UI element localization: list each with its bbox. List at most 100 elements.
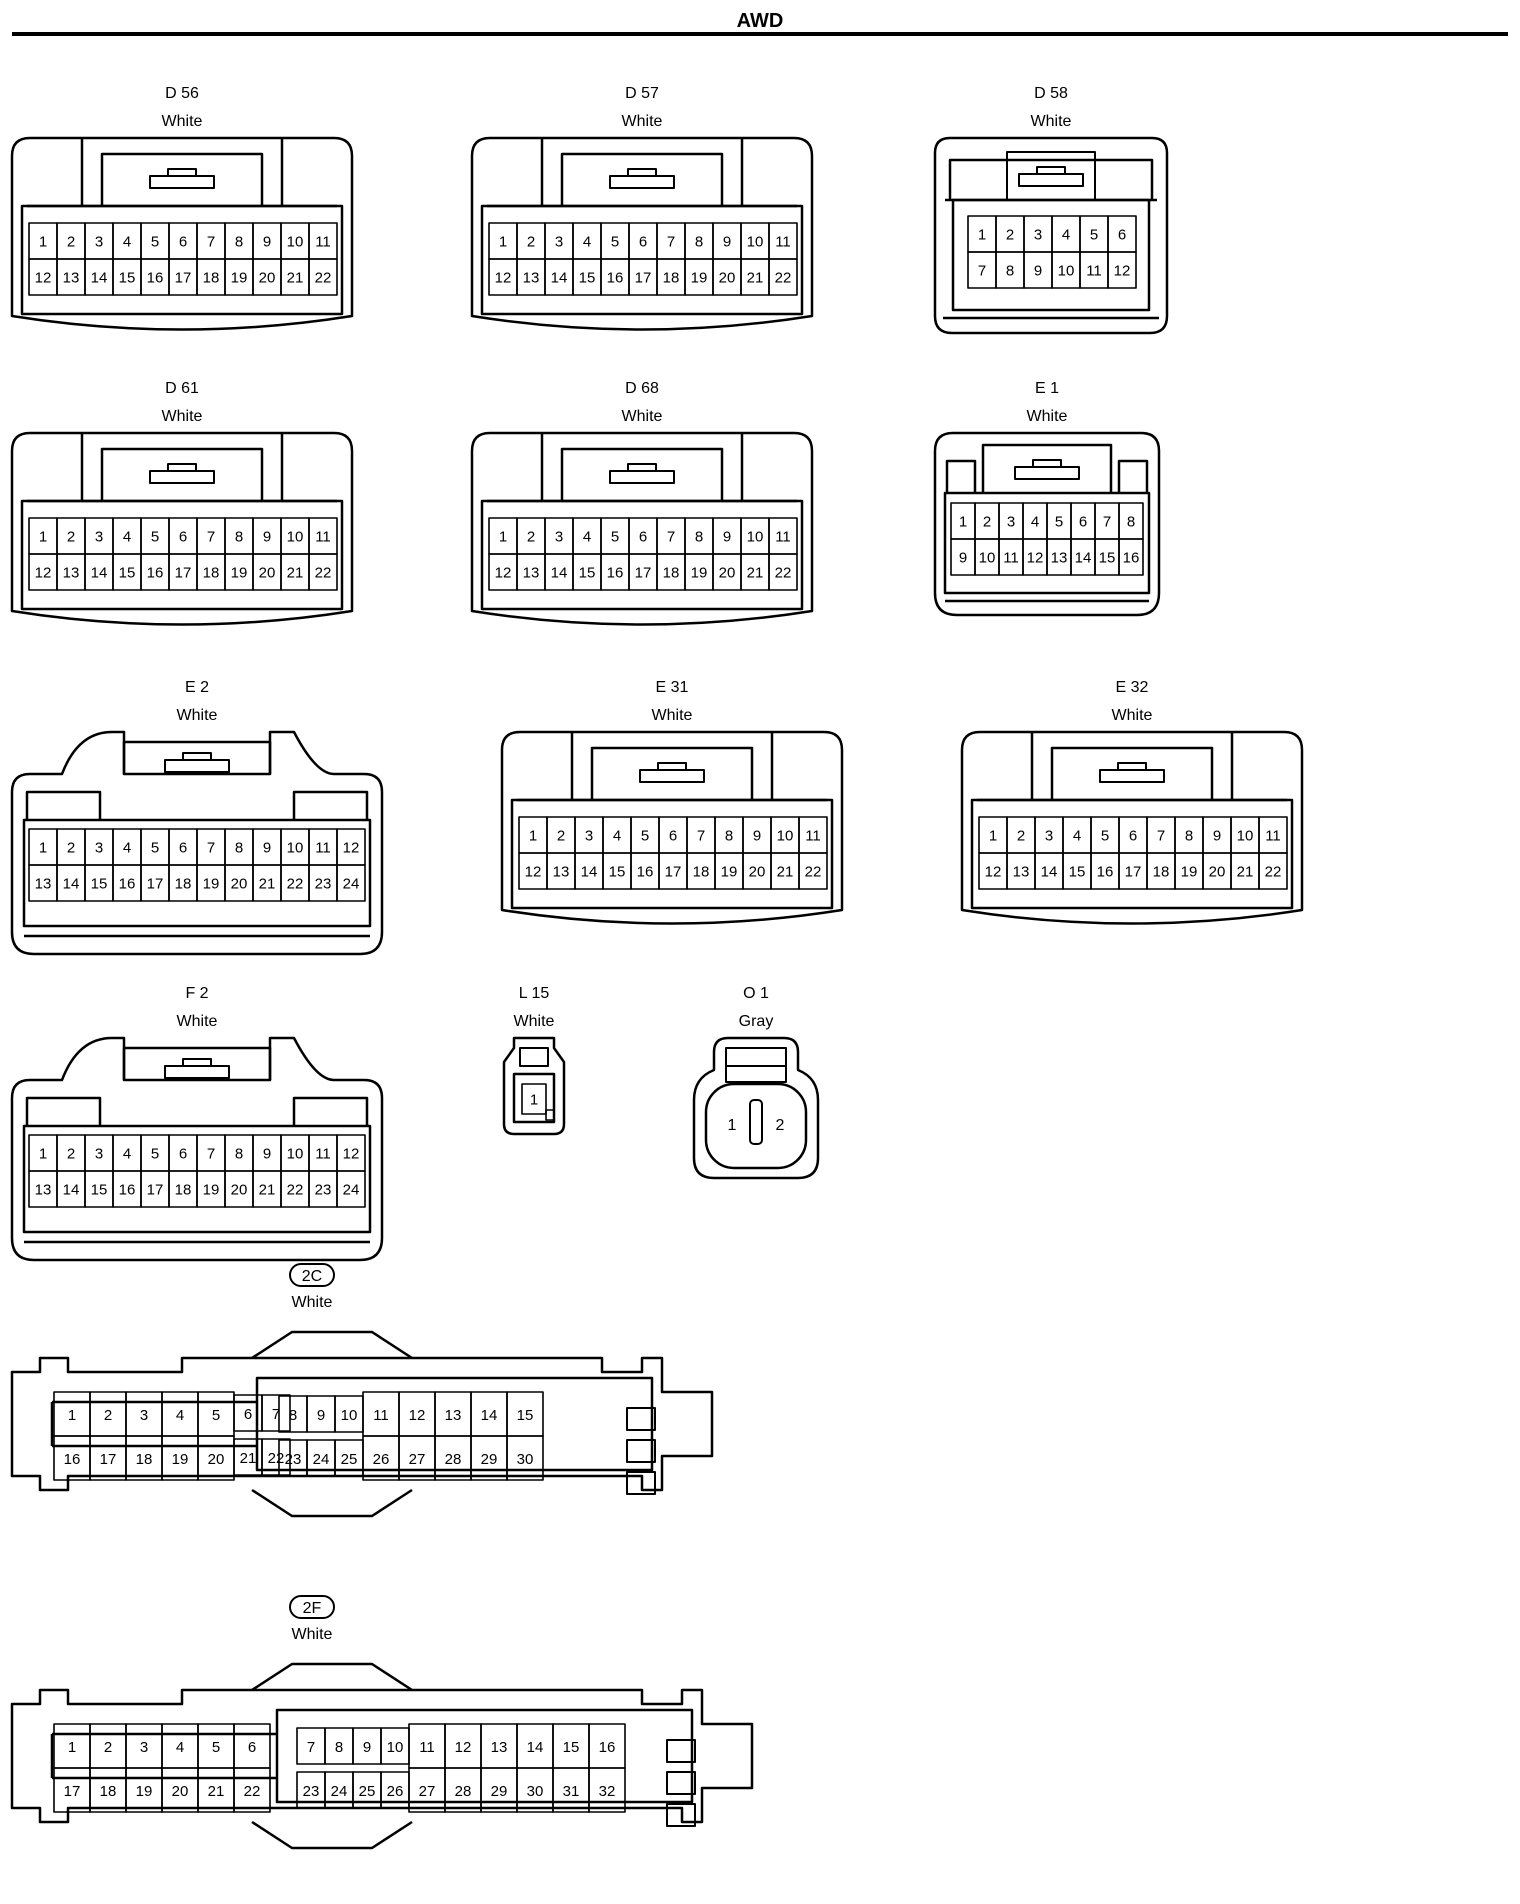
pin-number: 16 xyxy=(64,1451,81,1468)
latch xyxy=(609,175,675,189)
pin-number: 5 xyxy=(151,528,159,545)
connector-color: White xyxy=(177,707,218,724)
pin-number: 2 xyxy=(1017,827,1025,844)
pin-number: 22 xyxy=(315,564,332,581)
pin-number: 11 xyxy=(315,233,331,250)
pin-number: 18 xyxy=(136,1451,153,1468)
housing-outline xyxy=(10,1036,384,1262)
pin-number: 31 xyxy=(563,1783,580,1800)
pin-number: 5 xyxy=(641,827,649,844)
pin-number: 9 xyxy=(363,1739,371,1756)
connector-code: E 31 xyxy=(656,679,689,696)
pin-number: 5 xyxy=(1055,513,1063,530)
latch xyxy=(149,470,215,484)
pin-number: 9 xyxy=(317,1407,325,1424)
pin-number: 13 xyxy=(445,1407,462,1424)
pin-number: 19 xyxy=(172,1451,189,1468)
pin-number: 9 xyxy=(723,528,731,545)
connector-code: 2F xyxy=(303,1600,322,1617)
housing-outline xyxy=(692,1036,820,1180)
pin-block xyxy=(20,204,344,316)
pin-number: 21 xyxy=(747,564,764,581)
pin-number: 16 xyxy=(637,863,654,880)
latch xyxy=(1014,466,1080,480)
pin-number: 9 xyxy=(263,839,271,856)
pin-number: 14 xyxy=(481,1407,498,1424)
pin-number: 6 xyxy=(639,233,647,250)
pin-number: 16 xyxy=(1123,549,1140,566)
pin-number: 10 xyxy=(979,549,996,566)
pin-block xyxy=(255,1376,654,1472)
pin-number: 18 xyxy=(203,269,220,286)
pin-number: 22 xyxy=(775,269,792,286)
pin-number: 2 xyxy=(1006,226,1014,243)
pin-number: 19 xyxy=(231,269,248,286)
pin-number: 8 xyxy=(725,827,733,844)
pin-number: 22 xyxy=(315,269,332,286)
pin-number: 14 xyxy=(1041,863,1058,880)
pin-number: 16 xyxy=(147,564,164,581)
pin-number: 16 xyxy=(1097,863,1114,880)
pin-number: 12 xyxy=(343,839,360,856)
pin-number: 4 xyxy=(176,1739,184,1756)
latch xyxy=(609,470,675,484)
pin-number: 8 xyxy=(695,233,703,250)
pin-number: 2 xyxy=(776,1117,785,1134)
housing-outline xyxy=(292,790,369,820)
latch xyxy=(1099,769,1165,783)
pin-number: 10 xyxy=(777,827,794,844)
pin-number: 9 xyxy=(263,1145,271,1162)
pin-number: 18 xyxy=(203,564,220,581)
pin-number: 23 xyxy=(285,1451,302,1468)
pin-block xyxy=(512,1072,556,1124)
pin-number: 9 xyxy=(263,233,271,250)
pin-cell xyxy=(336,864,366,902)
pin-number: 22 xyxy=(775,564,792,581)
latch xyxy=(1117,762,1147,771)
pin-number: 7 xyxy=(697,827,705,844)
pin-number: 18 xyxy=(693,863,710,880)
connector-code: D 57 xyxy=(625,85,659,102)
pin-number: 19 xyxy=(721,863,738,880)
housing-outline xyxy=(560,447,724,501)
pin-number: 1 xyxy=(728,1117,737,1134)
pin-number: 15 xyxy=(579,269,596,286)
latch xyxy=(164,1065,230,1079)
pin-number: 17 xyxy=(1125,863,1142,880)
pin-number: 13 xyxy=(63,564,80,581)
pin-number: 7 xyxy=(207,839,215,856)
pin-number: 12 xyxy=(525,863,542,880)
pin-number: 2 xyxy=(983,513,991,530)
pin-number: 1 xyxy=(529,827,537,844)
pin-number: 4 xyxy=(583,233,591,250)
latch xyxy=(1036,166,1066,175)
pin-number: 22 xyxy=(244,1783,261,1800)
housing-outline xyxy=(10,1688,754,1824)
housing-outline xyxy=(502,1036,566,1136)
housing-outline xyxy=(981,443,1113,493)
pin-number: 15 xyxy=(1099,549,1116,566)
pin-number: 1 xyxy=(978,226,986,243)
housing-outline xyxy=(470,136,814,331)
pin-number: 21 xyxy=(208,1783,225,1800)
connector-color: White xyxy=(1031,113,1072,130)
latch xyxy=(182,752,212,761)
pin-number: 19 xyxy=(691,269,708,286)
pin-number: 8 xyxy=(235,528,243,545)
pin-number: 11 xyxy=(1265,827,1281,844)
pin-number: 5 xyxy=(151,233,159,250)
pin-number: 32 xyxy=(599,1783,616,1800)
pin-number: 19 xyxy=(136,1783,153,1800)
pin-number: 10 xyxy=(287,839,304,856)
pin-number: 3 xyxy=(585,827,593,844)
pin-number: 16 xyxy=(607,269,624,286)
pin-number: 17 xyxy=(665,863,682,880)
pin-block xyxy=(510,798,834,910)
pin-number: 15 xyxy=(579,564,596,581)
housing-outline xyxy=(251,1488,413,1518)
pin-number: 6 xyxy=(639,528,647,545)
pin-number: 26 xyxy=(373,1451,390,1468)
latch xyxy=(149,175,215,189)
pin-number: 3 xyxy=(140,1739,148,1756)
